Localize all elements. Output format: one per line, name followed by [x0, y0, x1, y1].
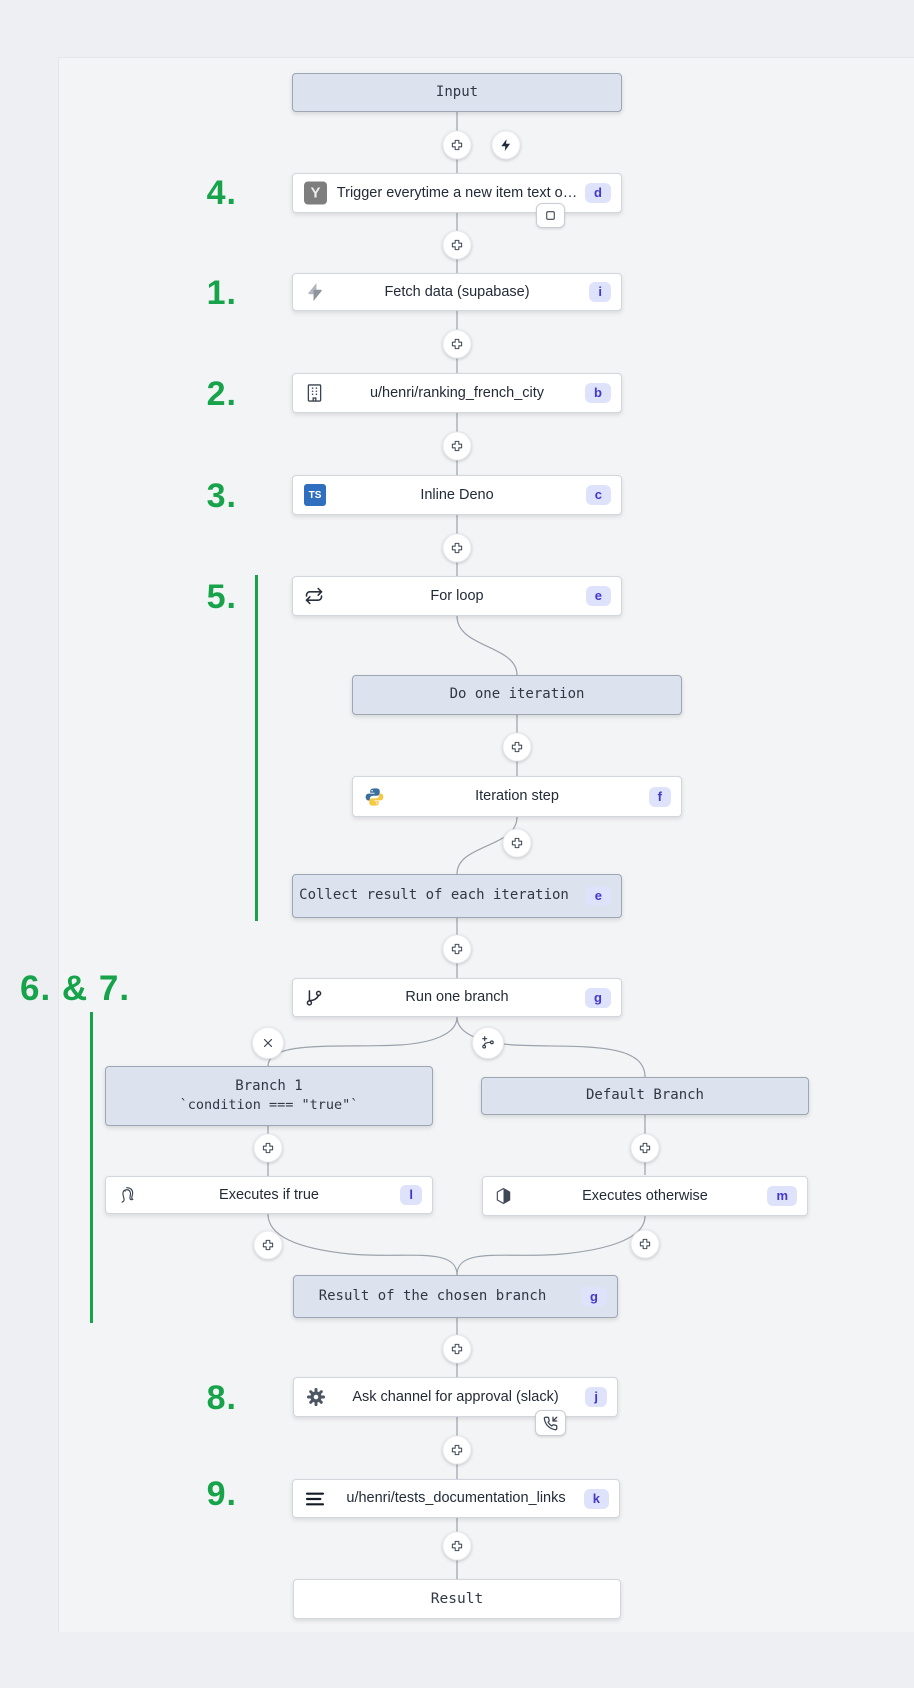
node-fetch-data[interactable]: Fetch data (supabase) i: [292, 273, 622, 311]
step-id-badge: j: [585, 1387, 607, 1407]
annotation-line-6-7: [90, 1012, 93, 1323]
node-trigger[interactable]: Y Trigger everytime a new item text o… d: [292, 173, 622, 213]
add-step-button[interactable]: [442, 1531, 472, 1561]
node-branch-result[interactable]: Result of the chosen branch g: [293, 1275, 618, 1318]
node-default-branch[interactable]: Default Branch: [481, 1077, 809, 1115]
add-trigger-button[interactable]: [491, 130, 521, 160]
add-step-button[interactable]: [630, 1133, 660, 1163]
phone-incoming-icon: [543, 1416, 558, 1430]
step-id-badge: k: [583, 1488, 609, 1509]
add-step-button[interactable]: [442, 533, 472, 563]
step-id-badge: g: [581, 1286, 607, 1307]
node-executes-if-true[interactable]: Executes if true l: [105, 1176, 433, 1214]
node-ranking-script[interactable]: u/henri/ranking_french_city b: [292, 373, 622, 413]
add-branch-button[interactable]: [472, 1027, 504, 1059]
node-input[interactable]: Input: [292, 73, 622, 112]
node-default-branch-label: Default Branch: [585, 1087, 704, 1104]
annotation-number-8: 8.: [206, 1379, 237, 1417]
suspend-approval-indicator[interactable]: [535, 1410, 566, 1436]
node-for-loop[interactable]: For loop e: [292, 576, 622, 616]
add-step-button[interactable]: [253, 1133, 283, 1163]
annotation-number-2: 2.: [206, 375, 237, 413]
python-icon: [364, 786, 385, 807]
node-executes-if-true-label: Executes if true: [219, 1186, 319, 1203]
node-run-one-branch-label: Run one branch: [405, 989, 509, 1006]
step-id-badge: i: [589, 282, 611, 302]
annotation-number-5: 5.: [206, 578, 237, 616]
node-executes-otherwise-label: Executes otherwise: [582, 1187, 708, 1204]
node-slack-approval[interactable]: Ask channel for approval (slack) j: [293, 1377, 618, 1417]
lightning-icon: [501, 139, 511, 151]
node-input-label: Input: [435, 83, 479, 100]
add-step-button[interactable]: [442, 431, 472, 461]
add-step-button[interactable]: [442, 934, 472, 964]
building-icon: [304, 383, 325, 404]
annotation-number-3: 3.: [206, 477, 237, 515]
node-result-label: Result: [430, 1590, 484, 1607]
step-id-badge: l: [400, 1185, 422, 1205]
step-id-badge: m: [767, 1186, 797, 1206]
gear-icon: [305, 1386, 327, 1408]
node-do-iteration-label: Do one iteration: [449, 686, 585, 703]
node-iteration-step[interactable]: Iteration step f: [352, 776, 682, 817]
node-docs-links-label: u/henri/tests_documentation_links: [346, 1490, 566, 1507]
node-collect-result[interactable]: Collect result of each iteration e: [292, 874, 622, 918]
typescript-icon: TS: [304, 484, 326, 506]
annotation-number-6-7: 6. & 7.: [20, 969, 131, 1008]
step-id-badge: c: [585, 485, 611, 505]
add-step-button[interactable]: [442, 1334, 472, 1364]
node-ranking-label: u/henri/ranking_french_city: [369, 384, 545, 401]
node-run-one-branch[interactable]: Run one branch g: [292, 978, 622, 1017]
step-id-badge: e: [585, 586, 611, 606]
add-step-button[interactable]: [253, 1230, 283, 1260]
add-step-button[interactable]: [442, 130, 472, 160]
menu-icon: [304, 1491, 326, 1507]
supabase-bolt-icon: [304, 281, 326, 303]
node-fetch-label: Fetch data (supabase): [384, 283, 530, 300]
annotation-line-5: [255, 575, 258, 921]
add-step-button[interactable]: [630, 1229, 660, 1259]
step-id-badge: d: [585, 183, 611, 203]
postgresql-icon: [117, 1185, 137, 1205]
node-branch1-condition: `condition === "true"`: [179, 1097, 359, 1114]
step-id-badge: g: [585, 987, 611, 1008]
loop-icon: [304, 586, 324, 606]
annotation-number-9: 9.: [206, 1475, 237, 1513]
step-id-badge: f: [648, 786, 671, 807]
cube-icon: [494, 1187, 513, 1206]
node-result[interactable]: Result: [293, 1579, 621, 1619]
node-collect-label: Collect result of each iteration: [299, 887, 569, 904]
add-step-button[interactable]: [502, 828, 532, 858]
node-inline-deno[interactable]: TS Inline Deno c: [292, 475, 622, 515]
remove-branch-button[interactable]: [252, 1027, 284, 1059]
node-trigger-label: Trigger everytime a new item text o…: [336, 184, 578, 201]
step-id-badge: e: [585, 886, 611, 906]
node-do-one-iteration[interactable]: Do one iteration: [352, 675, 682, 715]
node-iteration-step-label: Iteration step: [475, 788, 559, 805]
hackernews-y-icon: Y: [304, 181, 327, 205]
branch-plus-icon: [482, 1036, 494, 1049]
node-docs-links[interactable]: u/henri/tests_documentation_links k: [292, 1479, 620, 1518]
node-executes-otherwise[interactable]: Executes otherwise m: [482, 1176, 808, 1216]
early-stop-indicator[interactable]: [536, 203, 565, 228]
add-step-button[interactable]: [442, 230, 472, 260]
node-forloop-label: For loop: [430, 587, 484, 604]
annotation-number-1: 1.: [206, 274, 237, 312]
git-branch-icon: [304, 988, 324, 1008]
square-icon: [546, 211, 555, 220]
node-branch1-label: Branch 1: [235, 1077, 303, 1094]
close-icon: [263, 1038, 273, 1048]
add-step-button[interactable]: [442, 329, 472, 359]
add-step-button[interactable]: [442, 1435, 472, 1465]
node-branch-1[interactable]: Branch 1 `condition === "true"`: [105, 1066, 433, 1126]
node-slack-approval-label: Ask channel for approval (slack): [352, 1388, 559, 1405]
annotation-number-4: 4.: [206, 174, 237, 212]
node-branch-result-label: Result of the chosen branch: [318, 1287, 547, 1304]
node-deno-label: Inline Deno: [420, 486, 494, 503]
add-step-button[interactable]: [502, 732, 532, 762]
step-id-badge: b: [585, 383, 611, 403]
